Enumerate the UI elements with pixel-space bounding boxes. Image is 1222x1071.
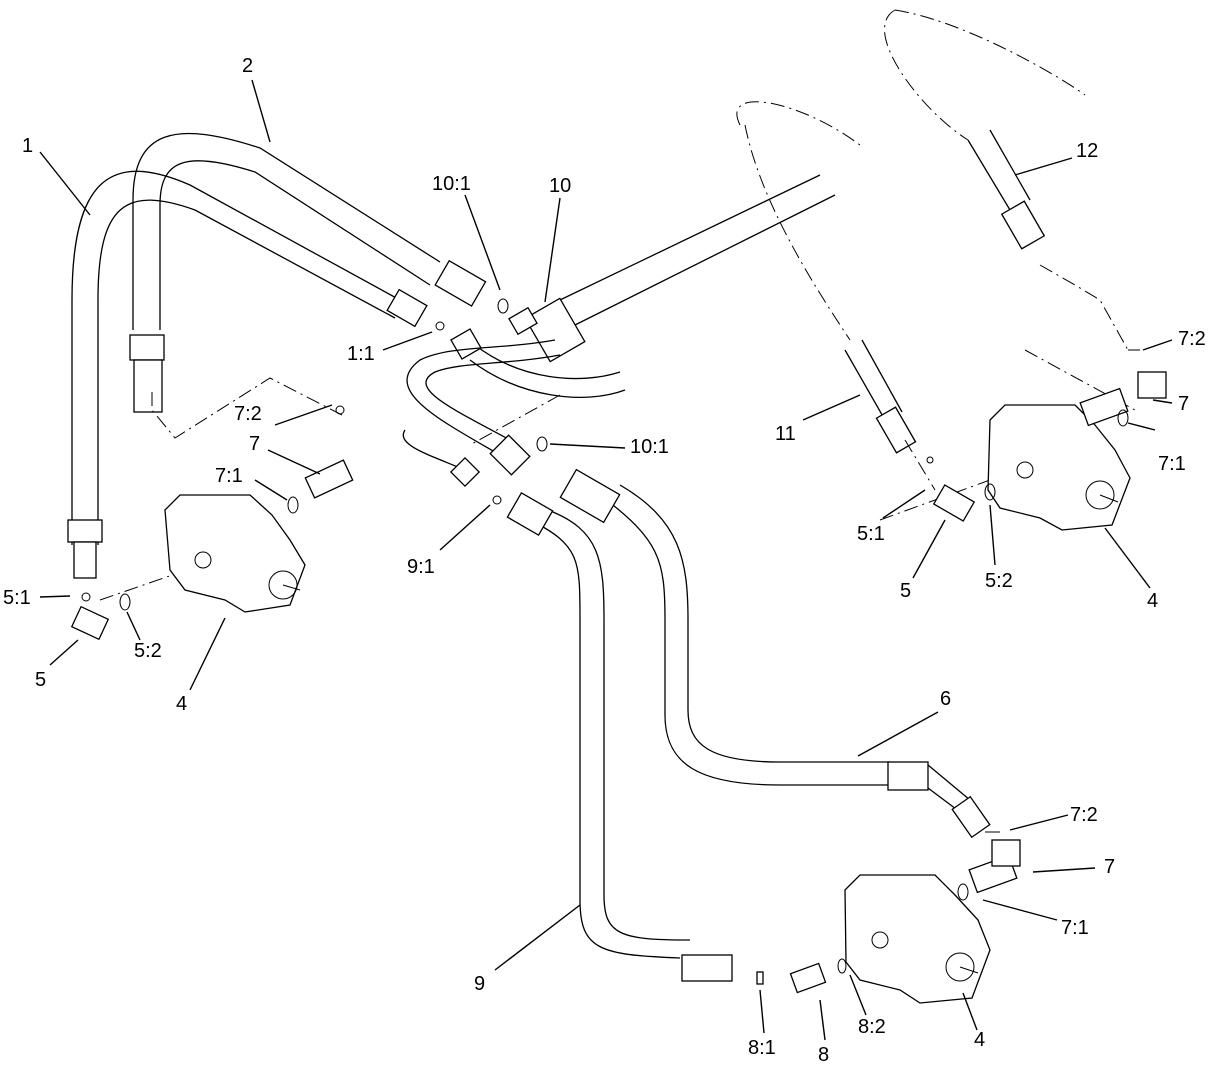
callout-labels: 1 2 10:1 10 12 1:1 7:2 7 7:1 10:1 9:1 11… [3,55,1206,1066]
callout-11: 11 [775,423,796,445]
hose-12 [967,129,1046,250]
pump-bottom [844,874,991,1004]
callout-7-left: 7 [249,433,260,455]
callout-4-bottom: 4 [974,1029,985,1051]
callout-7-2-left: 7:2 [234,403,262,425]
callout-8: 8 [818,1044,829,1066]
hose-2 [129,132,487,413]
callout-5-2-right: 5:2 [985,570,1013,592]
tube-center-loop [402,339,561,488]
callout-5-left: 5 [35,669,46,691]
centerlines [99,9,1136,601]
callout-8-1: 8:1 [748,1037,776,1059]
callout-7-1-bottom: 7:1 [1061,917,1089,939]
callout-9-1: 9:1 [407,556,435,578]
callout-10-1-mid: 10:1 [630,436,669,458]
fittings [70,298,1167,994]
callout-5-right: 5 [900,580,911,602]
callout-1-1: 1:1 [347,343,375,365]
pump-right [987,404,1131,531]
callout-7-1-left: 7:1 [215,465,243,487]
callout-9: 9 [474,973,485,995]
callout-8-2: 8:2 [858,1016,886,1038]
callout-7-1-right: 7:1 [1158,453,1186,475]
callout-4-right: 4 [1147,590,1158,612]
callout-1: 1 [22,135,33,157]
callout-10-1-top: 10:1 [432,173,471,195]
hose-9 [506,491,733,982]
callout-4-left: 4 [176,693,187,715]
leader-lines [39,79,1173,1041]
tube-10 [508,174,836,363]
callout-7-bottom: 7 [1104,856,1115,878]
callout-7-2-right: 7:2 [1178,328,1206,350]
hose-1 [67,170,428,579]
callout-6: 6 [940,688,951,710]
pump-left [164,494,306,613]
callout-7-2-bottom: 7:2 [1070,804,1098,826]
callout-10: 10 [549,175,571,197]
tube-1-1 [450,328,626,398]
callout-5-1-right: 5:1 [857,523,885,545]
callout-5-1-left: 5:1 [3,587,31,609]
callout-12: 12 [1076,140,1098,162]
callout-2: 2 [242,55,253,77]
hose-6 [559,468,991,839]
callout-5-2-left: 5:2 [134,640,162,662]
callout-7-right: 7 [1178,393,1189,415]
